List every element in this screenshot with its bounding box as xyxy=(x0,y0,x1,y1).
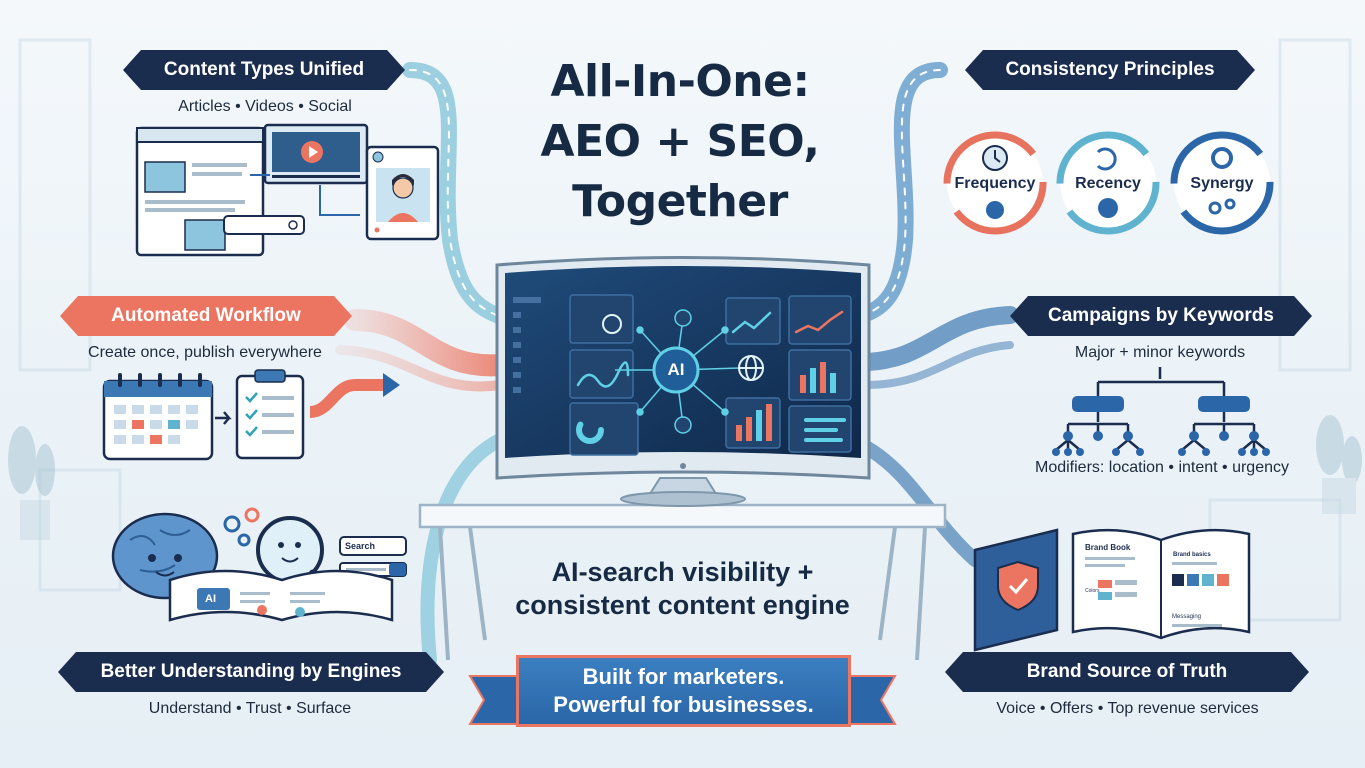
book-ai-label: AI xyxy=(205,593,216,605)
search-label: Search xyxy=(345,541,376,551)
title-line-3: Together xyxy=(572,176,788,227)
flow-paths xyxy=(335,62,1019,667)
article-document-icon xyxy=(135,126,265,257)
monitor-stand-icon xyxy=(620,477,746,507)
campaigns-subtitle: Major + minor keywords xyxy=(1074,344,1246,361)
gears-icon xyxy=(223,507,260,547)
brand-book-page-heading: Brand basics xyxy=(1173,552,1211,558)
ribbon-line-2: Powerful for businesses. xyxy=(553,692,814,717)
brand-source-heading: Brand Source of Truth xyxy=(1026,661,1228,682)
brand-book-title: Brand Book xyxy=(1085,543,1131,552)
consistency-banner: Consistency Principles xyxy=(965,50,1255,90)
center-tagline: AI-search visibility + consistent conten… xyxy=(430,556,935,622)
calendar-icon xyxy=(102,373,214,461)
globe-icon xyxy=(738,355,764,381)
settings-icon xyxy=(602,314,622,334)
social-post-icon xyxy=(365,145,440,241)
page-title: All-In-One: AEO + SEO, Together xyxy=(470,52,890,232)
automated-workflow-heading: Automated Workflow xyxy=(111,305,301,326)
ai-hub-core-icon xyxy=(652,346,700,394)
content-types-banner: Content Types Unified xyxy=(123,50,405,90)
campaigns-modifiers: Modifiers: location • intent • urgency xyxy=(1035,459,1289,476)
keyword-tree-icon xyxy=(1055,367,1267,451)
cycle-label-recency: Recency xyxy=(1075,175,1141,192)
brand-book-messaging-label: Messaging xyxy=(1172,614,1202,620)
title-line-1: All-In-One: xyxy=(550,56,810,107)
bottom-ribbon: Built for marketers. Powerful for busine… xyxy=(516,655,851,727)
synergy-cycle-icon xyxy=(1170,131,1274,235)
ribbon-tails xyxy=(468,675,897,725)
open-book-icon xyxy=(168,569,394,622)
tagline-line-1: AI-search visibility + xyxy=(551,557,814,587)
tagline-line-2: consistent content engine xyxy=(515,590,850,620)
cycle-label-frequency: Frequency xyxy=(954,175,1036,192)
frequency-cycle-icon xyxy=(943,131,1047,235)
ribbon-line-1: Built for marketers. xyxy=(582,664,785,689)
better-understanding-banner: Better Understanding by Engines xyxy=(58,652,444,692)
campaigns-heading: Campaigns by Keywords xyxy=(1048,305,1274,326)
automated-workflow-subtitle: Create once, publish everywhere xyxy=(88,344,322,361)
checklist-clipboard-icon xyxy=(235,369,305,460)
publish-arrow-icon xyxy=(309,379,385,418)
desk-icon xyxy=(418,503,947,661)
connector-arrows-icon xyxy=(250,174,360,216)
better-understanding-heading: Better Understanding by Engines xyxy=(100,661,402,682)
brand-book-icon xyxy=(1071,528,1251,640)
cycle-label-synergy: Synergy xyxy=(1190,175,1254,192)
content-types-subtitle: Articles • Videos • Social xyxy=(178,98,352,115)
plant-left xyxy=(8,426,55,540)
arrow-head-icon xyxy=(383,373,400,397)
brand-source-subtitle: Voice • Offers • Top revenue services xyxy=(996,700,1259,717)
video-player-icon xyxy=(263,123,369,185)
dashboard-charts xyxy=(576,310,846,444)
shield-book-icon xyxy=(973,528,1059,652)
arrow-right-icon xyxy=(215,411,232,425)
dashboard-sidebar xyxy=(513,297,541,393)
better-understanding-subtitle: Understand • Trust • Surface xyxy=(148,700,352,717)
monitor-ai-badge: AI xyxy=(667,360,685,379)
keyword-nodes-icon xyxy=(1052,396,1270,456)
brand-source-banner: Brand Source of Truth xyxy=(945,652,1309,692)
automated-workflow-banner: Automated Workflow xyxy=(60,296,352,336)
title-line-2: AEO + SEO, xyxy=(540,116,820,167)
recency-cycle-icon xyxy=(1056,131,1160,235)
search-bar-small-icon xyxy=(223,215,305,235)
brand-book-colors-label: Colors xyxy=(1085,588,1100,594)
plant-right xyxy=(1316,415,1362,514)
consistency-heading: Consistency Principles xyxy=(1005,59,1215,80)
campaigns-banner: Campaigns by Keywords xyxy=(1010,296,1312,336)
content-types-heading: Content Types Unified xyxy=(163,59,365,80)
dashboard-bars xyxy=(736,362,836,441)
